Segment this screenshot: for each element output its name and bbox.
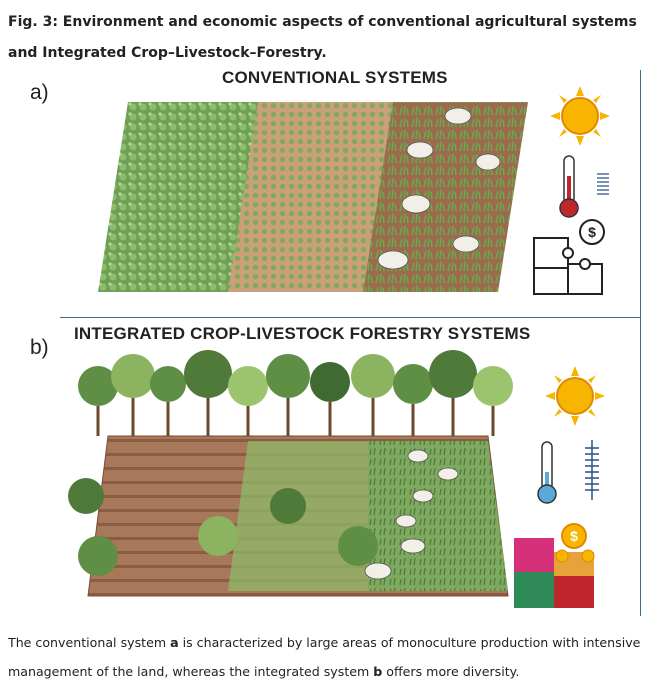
rain-coil-icon [597, 173, 609, 195]
sun-icon [550, 86, 610, 146]
caption-prefix: The conventional system [8, 635, 171, 650]
lightbulb-dollar-icon: $ [579, 219, 605, 245]
figure-title: Fig. 3: Environment and economic aspects… [8, 14, 637, 61]
svg-text:$: $ [588, 224, 596, 240]
svg-text:$: $ [570, 528, 578, 544]
panel-b-label: b) [30, 336, 49, 359]
caption-bold-b: b [373, 664, 383, 679]
integrated-system-illustration [68, 350, 513, 597]
panel-b-heading: INTEGRATED CROP-LIVESTOCK FORESTRY SYSTE… [74, 324, 531, 343]
coins-icon: $ [555, 523, 595, 563]
sun-icon-b [545, 366, 605, 426]
conventional-field-illustration [98, 102, 528, 292]
cattle [377, 107, 501, 270]
thermometer-icon [559, 155, 579, 218]
integrated-pasture-strip [368, 441, 508, 591]
thermometer-cool-icon [537, 441, 557, 504]
crop-field [228, 102, 398, 292]
panel-a-label: a) [30, 81, 49, 104]
caption-suffix: offers more diversity. [382, 664, 520, 679]
figure-3: a) CONVENTIONAL SYSTEMS [0, 66, 665, 622]
tree-line [68, 350, 513, 576]
pasture-field [363, 102, 528, 292]
rain-coil-icon-b [585, 440, 599, 500]
figure-caption: The conventional system a is characteriz… [8, 628, 658, 686]
caption-middle: is characterized by large areas of monoc… [8, 635, 641, 679]
frame-line [640, 70, 641, 616]
panel-divider [60, 317, 640, 318]
puzzle-icon: $ [533, 219, 605, 295]
colored-puzzle-icon: $ [514, 523, 595, 608]
caption-bold-a: a [170, 635, 179, 650]
panel-a-heading: CONVENTIONAL SYSTEMS [222, 68, 448, 87]
monoculture-field [98, 102, 263, 292]
tree-trunks [96, 398, 495, 436]
integrated-cattle [364, 449, 459, 580]
